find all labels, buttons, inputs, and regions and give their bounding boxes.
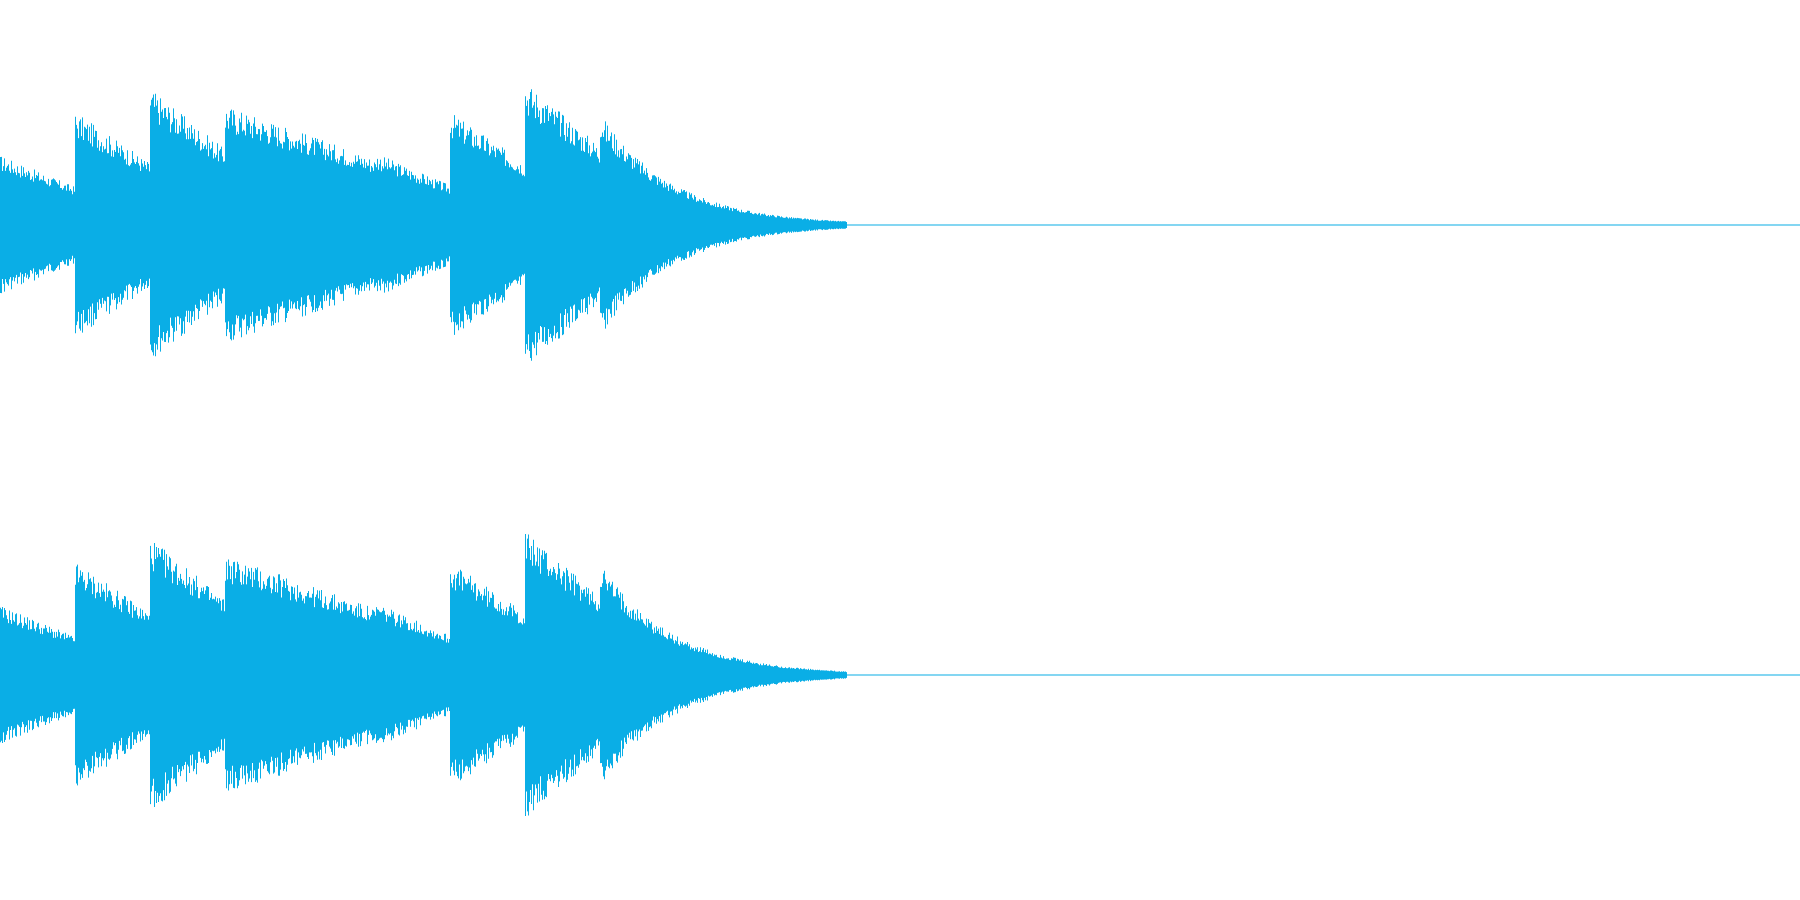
channel-2-waveform <box>0 450 1800 900</box>
channel-2-svg <box>0 534 1800 816</box>
channel-1-svg <box>0 89 1800 361</box>
channel-1-waveform <box>0 89 1800 361</box>
ch2-wave-path <box>0 534 847 816</box>
channel-1-samples <box>0 89 847 361</box>
ch1-wave-path <box>0 89 847 361</box>
channel-2-samples <box>0 534 847 816</box>
